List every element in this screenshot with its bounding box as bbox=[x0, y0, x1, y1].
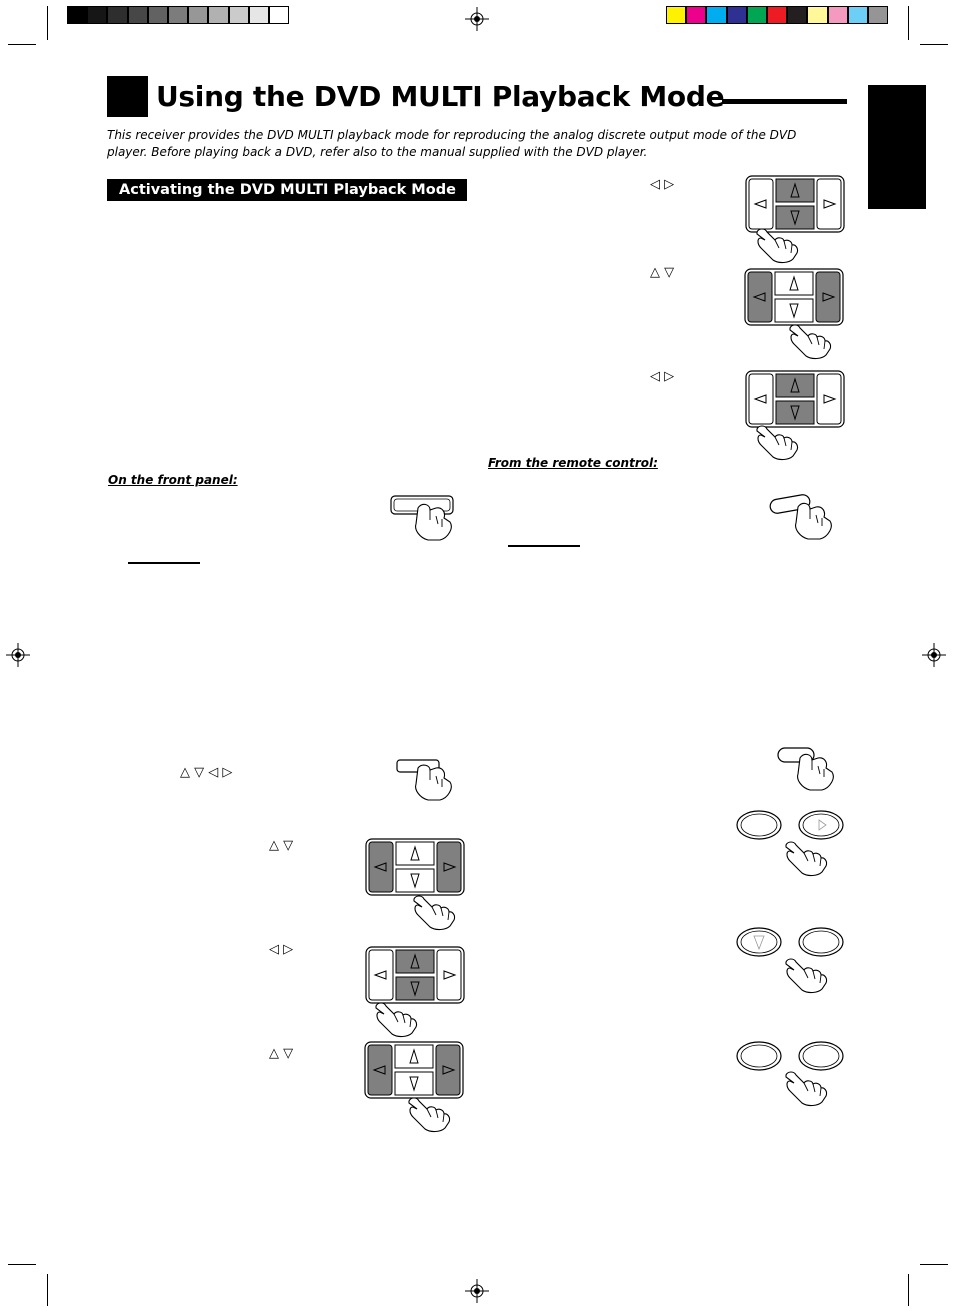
gray-swatch bbox=[188, 6, 209, 24]
front-panel-button-press-icon bbox=[396, 759, 452, 801]
up-down-arrows-glyph: △ ▽ bbox=[269, 838, 294, 853]
oval-button-icon bbox=[798, 1041, 844, 1071]
up-down-arrows-glyph: △ ▽ bbox=[269, 1046, 294, 1061]
crop-mark bbox=[8, 1264, 36, 1265]
pressing-hand-icon bbox=[785, 958, 828, 994]
pressing-hand-icon bbox=[413, 895, 456, 931]
registration-mark-icon bbox=[465, 7, 489, 31]
remote-control-label: From the remote control: bbox=[488, 456, 658, 470]
pressing-hand-icon bbox=[756, 425, 799, 461]
crop-mark bbox=[47, 6, 48, 40]
color-swatch bbox=[807, 6, 828, 24]
language-side-tab bbox=[868, 85, 926, 209]
title-square bbox=[107, 76, 148, 117]
gray-swatch bbox=[147, 6, 168, 24]
oval-button-icon bbox=[798, 810, 844, 840]
cursor-pad-icon bbox=[365, 946, 465, 1004]
gray-swatch bbox=[248, 6, 269, 24]
crop-mark bbox=[908, 6, 909, 40]
color-swatch bbox=[666, 6, 687, 24]
gray-swatch bbox=[87, 6, 108, 24]
page-title: Using the DVD MULTI Playback Mode bbox=[156, 80, 725, 113]
crop-mark bbox=[920, 44, 948, 45]
color-swatch bbox=[686, 6, 707, 24]
registration-mark-icon bbox=[465, 1279, 489, 1303]
crop-mark bbox=[47, 1274, 48, 1306]
crop-mark bbox=[920, 1264, 948, 1265]
cursor-pad-icon bbox=[364, 1041, 464, 1099]
title-rule bbox=[722, 99, 847, 104]
pressing-hand-icon bbox=[785, 841, 828, 877]
color-swatch bbox=[746, 6, 767, 24]
registration-mark-icon bbox=[922, 643, 946, 667]
section-banner: Activating the DVD MULTI Playback Mode bbox=[107, 179, 467, 201]
cursor-pad-icon bbox=[744, 268, 844, 326]
cursor-pad-icon bbox=[365, 838, 465, 896]
intro-paragraph: This receiver provides the DVD MULTI pla… bbox=[107, 128, 797, 159]
crop-mark bbox=[908, 1274, 909, 1306]
remote-button-press-icon bbox=[769, 494, 832, 540]
pressing-hand-icon bbox=[408, 1097, 451, 1133]
oval-button-icon bbox=[736, 1041, 782, 1071]
gray-swatch bbox=[67, 6, 88, 24]
oval-button-icon bbox=[736, 927, 782, 957]
remote-button-press-icon bbox=[777, 747, 834, 791]
pressing-hand-icon bbox=[756, 228, 799, 264]
crop-mark bbox=[8, 44, 36, 45]
left-right-arrows-glyph: ◁ ▷ bbox=[650, 369, 675, 384]
front-panel-label: On the front panel: bbox=[108, 473, 238, 487]
pressing-hand-icon bbox=[375, 1002, 418, 1038]
pressing-hand-icon bbox=[789, 324, 832, 360]
gray-swatch bbox=[208, 6, 229, 24]
oval-button-icon bbox=[736, 810, 782, 840]
divider-rule bbox=[128, 562, 200, 564]
color-swatch bbox=[767, 6, 788, 24]
left-right-arrows-glyph: ◁ ▷ bbox=[650, 177, 675, 192]
color-swatch bbox=[787, 6, 808, 24]
color-swatch bbox=[726, 6, 747, 24]
color-swatch bbox=[706, 6, 727, 24]
front-panel-button-press-icon bbox=[390, 495, 454, 541]
gray-swatch bbox=[269, 6, 290, 24]
all-cursor-arrows-glyph: △ ▽ ◁ ▷ bbox=[180, 765, 233, 780]
up-down-arrows-glyph: △ ▽ bbox=[650, 265, 675, 280]
cursor-pad-icon bbox=[745, 175, 845, 233]
gray-swatch bbox=[168, 6, 189, 24]
gray-swatch bbox=[228, 6, 249, 24]
color-swatch bbox=[827, 6, 848, 24]
pressing-hand-icon bbox=[785, 1071, 828, 1107]
registration-mark-icon bbox=[6, 643, 30, 667]
oval-button-icon bbox=[798, 927, 844, 957]
cursor-pad-icon bbox=[745, 370, 845, 428]
color-swatch bbox=[868, 6, 889, 24]
gray-swatch bbox=[107, 6, 128, 24]
gray-swatch bbox=[127, 6, 148, 24]
divider-rule bbox=[508, 545, 580, 547]
color-swatch bbox=[847, 6, 868, 24]
left-right-arrows-glyph: ◁ ▷ bbox=[269, 942, 294, 957]
